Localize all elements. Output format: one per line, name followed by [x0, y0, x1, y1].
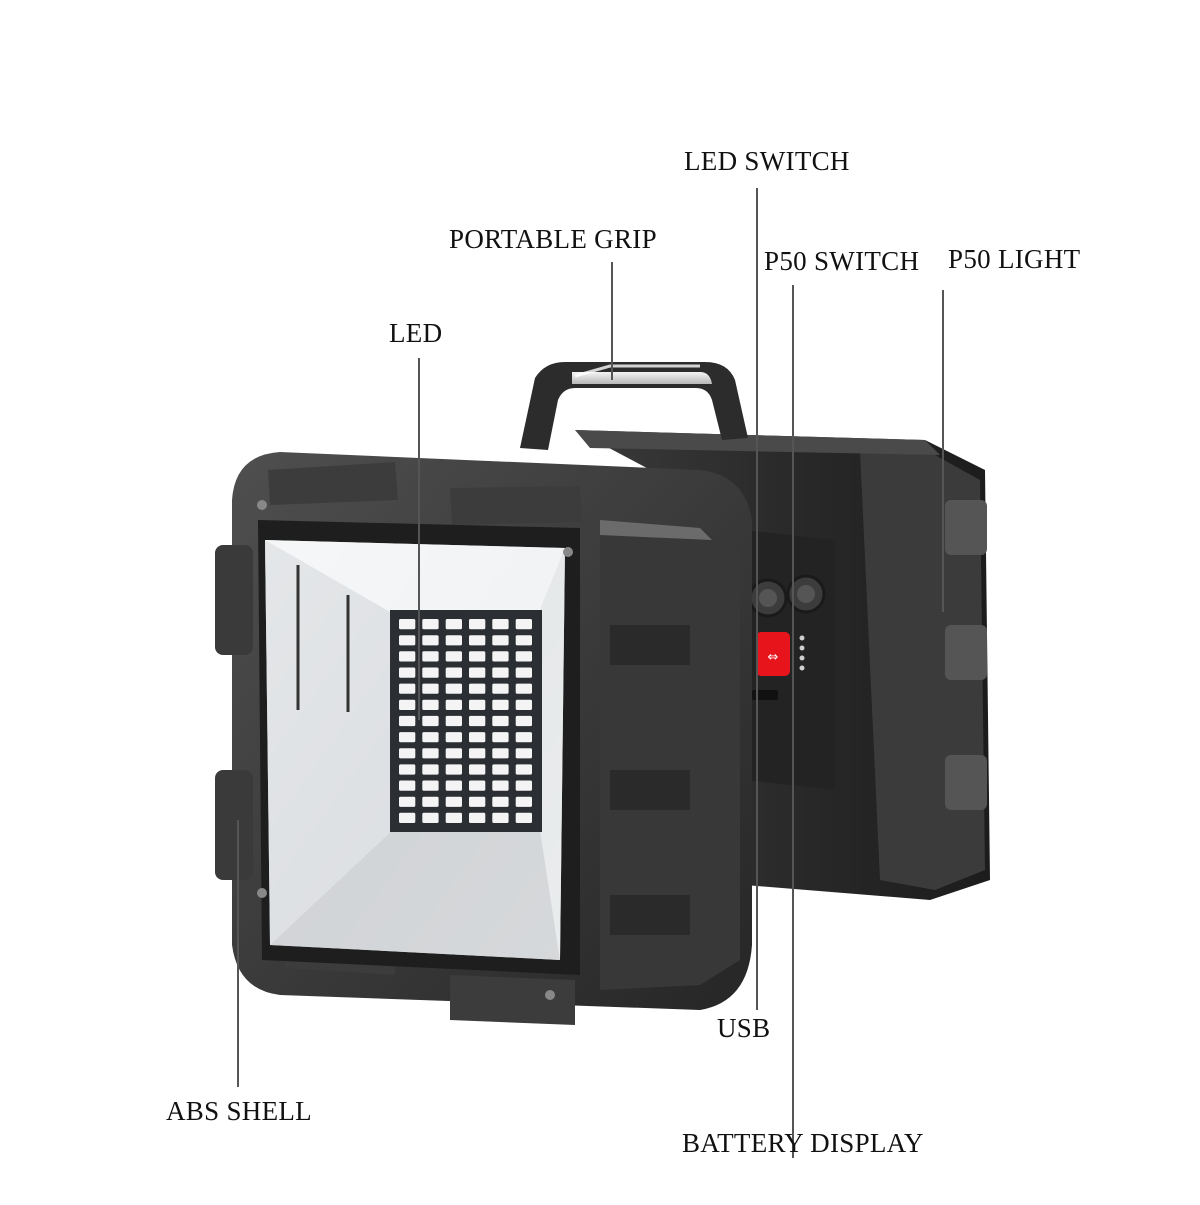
led-chip	[492, 764, 509, 775]
led-chip	[469, 699, 486, 710]
label-abs-shell: ABS SHELL	[166, 1096, 312, 1126]
led-chip	[422, 796, 439, 807]
led-chip	[469, 780, 486, 791]
led-chip	[515, 619, 532, 630]
led-chip	[445, 619, 462, 630]
led-chip	[422, 764, 439, 775]
led-chip	[515, 683, 532, 694]
led-chip	[445, 780, 462, 791]
led-chip	[469, 683, 486, 694]
led-chip	[469, 651, 486, 662]
led-chip	[515, 715, 532, 727]
led-chip	[492, 748, 509, 759]
led-chip	[445, 667, 462, 678]
battery-button-glyph: ⇔	[768, 650, 779, 665]
led-chip	[515, 699, 532, 710]
led-chip	[469, 619, 486, 630]
label-led-switch: LED SWITCH	[684, 146, 850, 176]
led-chip	[515, 780, 532, 791]
led-chip	[399, 683, 416, 694]
led-chip	[399, 764, 416, 775]
led-chip	[469, 635, 486, 646]
led-chip	[399, 748, 416, 759]
led-chip	[515, 796, 532, 807]
led-chip	[469, 667, 486, 678]
led-chip	[422, 667, 439, 678]
led-chip	[399, 732, 416, 743]
led-chip	[492, 780, 509, 791]
led-chip	[422, 619, 439, 630]
led-chip	[515, 651, 532, 662]
label-usb: USB	[717, 1013, 771, 1043]
label-p50-light: P50 LIGHT	[948, 244, 1081, 274]
led-chip	[399, 796, 416, 807]
side-control-panel: ⇔	[745, 530, 835, 790]
led-chip	[515, 748, 532, 759]
led-chip	[445, 732, 462, 743]
led-chip	[469, 732, 486, 743]
label-led: LED	[389, 318, 443, 348]
led-chip	[422, 651, 439, 662]
usb-port	[752, 690, 778, 700]
led-chip	[422, 683, 439, 694]
led-chip	[492, 635, 509, 646]
led-chip	[492, 715, 509, 727]
led-chip	[492, 699, 509, 710]
led-chip	[492, 796, 509, 807]
led-chip	[399, 715, 416, 727]
led-chip	[492, 651, 509, 662]
led-chip	[422, 635, 439, 646]
led-chip	[422, 699, 439, 710]
led-chip	[399, 667, 416, 678]
led-chip	[445, 683, 462, 694]
led-chip	[399, 699, 416, 710]
led-chip	[492, 683, 509, 694]
led-chip	[469, 748, 486, 759]
led-chip	[469, 812, 486, 823]
led-matrix	[390, 610, 542, 832]
led-chip	[469, 796, 486, 807]
led-chip	[445, 715, 462, 727]
led-chip	[492, 812, 509, 823]
led-chip	[515, 732, 532, 743]
led-chip	[445, 796, 462, 807]
led-chip	[399, 619, 416, 630]
label-p50-switch: P50 SWITCH	[764, 246, 920, 276]
led-chip	[469, 715, 486, 727]
led-chip	[399, 651, 416, 662]
led-chip	[399, 812, 416, 823]
label-battery-display: BATTERY DISPLAY	[682, 1128, 924, 1158]
led-chip	[492, 732, 509, 743]
led-chip	[422, 715, 439, 727]
led-chip	[515, 667, 532, 678]
led-chip	[399, 635, 416, 646]
led-chip	[492, 667, 509, 678]
led-chip	[445, 764, 462, 775]
battery-display-button	[756, 632, 790, 676]
led-chip	[492, 619, 509, 630]
led-chip	[445, 651, 462, 662]
led-chip	[515, 635, 532, 646]
led-chip	[399, 780, 416, 791]
label-portable-grip: PORTABLE GRIP	[449, 224, 657, 254]
led-chip	[515, 764, 532, 775]
led-chip	[422, 780, 439, 791]
led-chip	[422, 812, 439, 823]
led-chip	[445, 635, 462, 646]
led-chip	[469, 764, 486, 775]
led-chip	[422, 732, 439, 743]
led-chip	[515, 812, 532, 823]
portable-grip-illustration	[520, 362, 748, 450]
led-chip	[445, 748, 462, 759]
led-chip	[445, 812, 462, 823]
led-chip	[422, 748, 439, 759]
led-chip	[445, 699, 462, 710]
leader-lines	[237, 188, 944, 1158]
